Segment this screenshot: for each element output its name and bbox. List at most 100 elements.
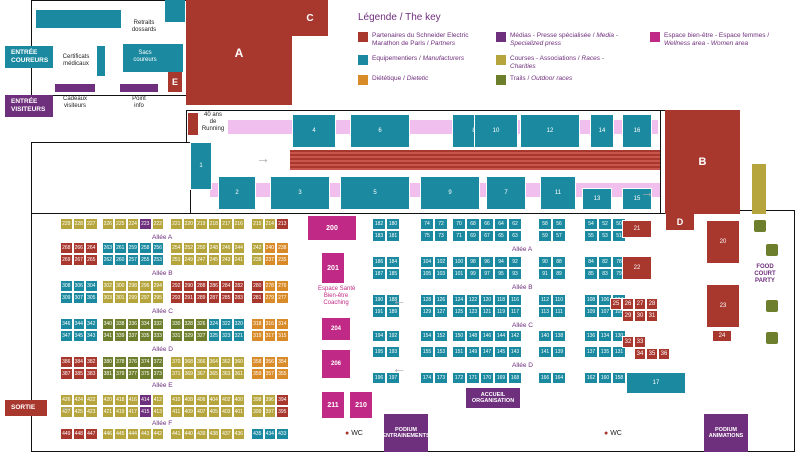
- stand-107[interactable]: 107: [598, 306, 612, 318]
- stand-127[interactable]: 127: [434, 306, 448, 318]
- forty-years-stand[interactable]: [188, 113, 198, 135]
- stand-5[interactable]: 5: [340, 176, 410, 210]
- stand-221[interactable]: 221: [170, 218, 183, 230]
- stand-189[interactable]: 189: [386, 306, 400, 318]
- stand-344[interactable]: 344: [72, 318, 85, 330]
- stand-173[interactable]: 173: [434, 372, 448, 384]
- stand-303[interactable]: 303: [101, 292, 114, 304]
- stand-191[interactable]: 191: [372, 306, 386, 318]
- partner-block-b[interactable]: B: [665, 110, 740, 214]
- stand-20[interactable]: 20: [706, 220, 740, 264]
- stand-342[interactable]: 342: [85, 318, 98, 330]
- stand-200[interactable]: 200: [308, 216, 356, 240]
- stand-251[interactable]: 251: [170, 254, 183, 266]
- stand-266[interactable]: 266: [72, 242, 85, 254]
- stand-255[interactable]: 255: [139, 254, 152, 266]
- stand-138[interactable]: 138: [552, 330, 566, 342]
- stand-376[interactable]: 376: [126, 356, 139, 368]
- stand-186[interactable]: 186: [372, 256, 386, 268]
- stand-424[interactable]: 424: [72, 394, 85, 406]
- stand-62[interactable]: 62: [508, 218, 522, 230]
- stand-421[interactable]: 421: [101, 406, 114, 418]
- stand-306[interactable]: 306: [72, 280, 85, 292]
- stand-407[interactable]: 407: [195, 406, 208, 418]
- stand-324[interactable]: 324: [207, 318, 220, 330]
- stand-338[interactable]: 338: [114, 318, 127, 330]
- stand-264[interactable]: 264: [85, 242, 98, 254]
- stand-356[interactable]: 356: [263, 356, 276, 368]
- stand-70[interactable]: 70: [452, 218, 466, 230]
- stand-299[interactable]: 299: [126, 292, 139, 304]
- stand-154[interactable]: 154: [420, 330, 434, 342]
- stand-307[interactable]: 307: [72, 292, 85, 304]
- stand-286[interactable]: 286: [207, 280, 220, 292]
- stand-413[interactable]: 413: [151, 406, 164, 418]
- stand-237[interactable]: 237: [263, 254, 276, 266]
- stand-68[interactable]: 68: [466, 218, 480, 230]
- stand-371[interactable]: 371: [170, 368, 183, 380]
- stand-140[interactable]: 140: [538, 330, 552, 342]
- stand-319[interactable]: 319: [251, 330, 264, 342]
- stand-331[interactable]: 331: [170, 330, 183, 342]
- stand-292[interactable]: 292: [170, 280, 183, 292]
- stand-290[interactable]: 290: [182, 280, 195, 292]
- stand-253[interactable]: 253: [151, 254, 164, 266]
- stand-379[interactable]: 379: [114, 368, 127, 380]
- stand-384[interactable]: 384: [72, 356, 85, 368]
- stand-440[interactable]: 440: [182, 428, 195, 440]
- stand-382[interactable]: 382: [85, 356, 98, 368]
- stand-334[interactable]: 334: [139, 318, 152, 330]
- stand-368[interactable]: 368: [182, 356, 195, 368]
- stand-116[interactable]: 116: [508, 294, 522, 306]
- stand-410[interactable]: 410: [170, 394, 183, 406]
- stand-343[interactable]: 343: [85, 330, 98, 342]
- stand-361[interactable]: 361: [232, 368, 245, 380]
- stand-131[interactable]: 131: [612, 346, 626, 358]
- stand-58[interactable]: 58: [538, 218, 552, 230]
- stand-150[interactable]: 150: [452, 330, 466, 342]
- stand-166[interactable]: 166: [538, 372, 552, 384]
- stand-398[interactable]: 398: [251, 394, 264, 406]
- stand-395[interactable]: 395: [276, 406, 289, 418]
- stand-54[interactable]: 54: [584, 218, 598, 230]
- stand-206-208[interactable]: 206: [322, 350, 350, 378]
- stand-84[interactable]: 84: [584, 256, 598, 268]
- stand-357[interactable]: 357: [263, 368, 276, 380]
- stand-197[interactable]: 197: [386, 372, 400, 384]
- stand-71[interactable]: 71: [452, 230, 466, 242]
- stand-405[interactable]: 405: [207, 406, 220, 418]
- stand-396[interactable]: 396: [263, 394, 276, 406]
- podium-entrainements[interactable]: PODIUM ENTRAINEMENTS: [382, 414, 430, 452]
- stand-25[interactable]: 25: [610, 298, 622, 310]
- stand-29[interactable]: 29: [622, 310, 634, 322]
- stand-252[interactable]: 252: [182, 242, 195, 254]
- stand-415[interactable]: 415: [139, 406, 152, 418]
- stand-169[interactable]: 169: [494, 372, 508, 384]
- stand-282[interactable]: 282: [232, 280, 245, 292]
- stand-285[interactable]: 285: [220, 292, 233, 304]
- stand-74[interactable]: 74: [420, 218, 434, 230]
- stand-196[interactable]: 196: [372, 372, 386, 384]
- stand-301[interactable]: 301: [114, 292, 127, 304]
- stand-297[interactable]: 297: [139, 292, 152, 304]
- stand-218[interactable]: 218: [207, 218, 220, 230]
- stand-420[interactable]: 420: [101, 394, 114, 406]
- stand-444[interactable]: 444: [126, 428, 139, 440]
- stand-162[interactable]: 162: [584, 372, 598, 384]
- partner-block-e[interactable]: E: [168, 72, 182, 92]
- stand-35[interactable]: 35: [646, 348, 658, 360]
- stand-136[interactable]: 136: [584, 330, 598, 342]
- stand-210[interactable]: 210: [350, 392, 372, 418]
- stand-120[interactable]: 120: [480, 294, 494, 306]
- stand-280[interactable]: 280: [251, 280, 264, 292]
- stand-204-202[interactable]: 204: [322, 318, 350, 340]
- stand-339[interactable]: 339: [114, 330, 127, 342]
- stand-240[interactable]: 240: [263, 242, 276, 254]
- stand-99[interactable]: 99: [466, 268, 480, 280]
- stand-91[interactable]: 91: [538, 268, 552, 280]
- stand-100[interactable]: 100: [452, 256, 466, 268]
- stand-426[interactable]: 426: [60, 394, 73, 406]
- stand-121[interactable]: 121: [480, 306, 494, 318]
- stand-445[interactable]: 445: [114, 428, 127, 440]
- stand-26[interactable]: 26: [622, 298, 634, 310]
